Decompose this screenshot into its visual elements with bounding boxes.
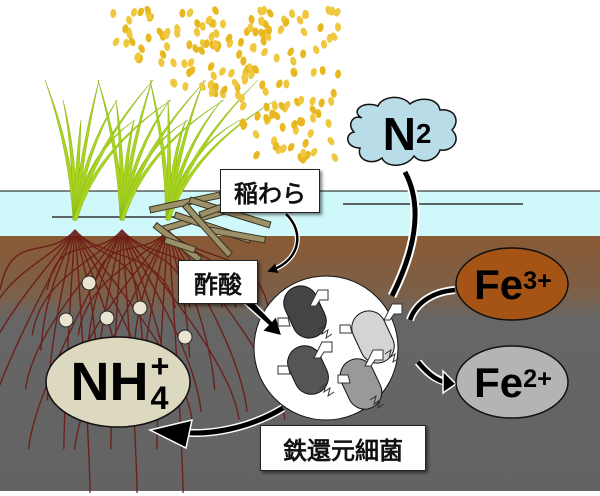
ammonium-subscript: 4 [150,380,169,416]
ammonium-superscript: + [150,347,170,384]
ferrous-base: Fe [474,359,524,406]
ammonium-base: NH [70,352,149,412]
acetic-acid-label: 酢酸 [178,260,258,304]
ammonium-formula: NH+4 [50,345,190,419]
nitrogen-cloud [347,96,457,166]
ferric-superscript: 3+ [523,266,552,295]
nitrogen-base: N [382,108,416,160]
muscle-arm-icons [277,289,403,384]
rice-straw-label: 稲わら [220,169,320,213]
ferric-ellipse [455,247,569,321]
ammonium-particles [58,275,193,345]
rice-roots [0,229,286,493]
ferrous-ellipse [455,345,569,419]
ammonium-ellipse [45,336,191,428]
nitrogen-subscript: 2 [415,118,432,149]
ferrous-superscript: 2+ [523,364,552,393]
rice-grains [110,5,342,164]
ferric-base: Fe [474,261,524,308]
bottom-border [0,491,600,496]
iron-reducing-bacteria-label: 鉄還元細菌 [260,425,426,471]
bacteria-flagella [317,324,400,410]
